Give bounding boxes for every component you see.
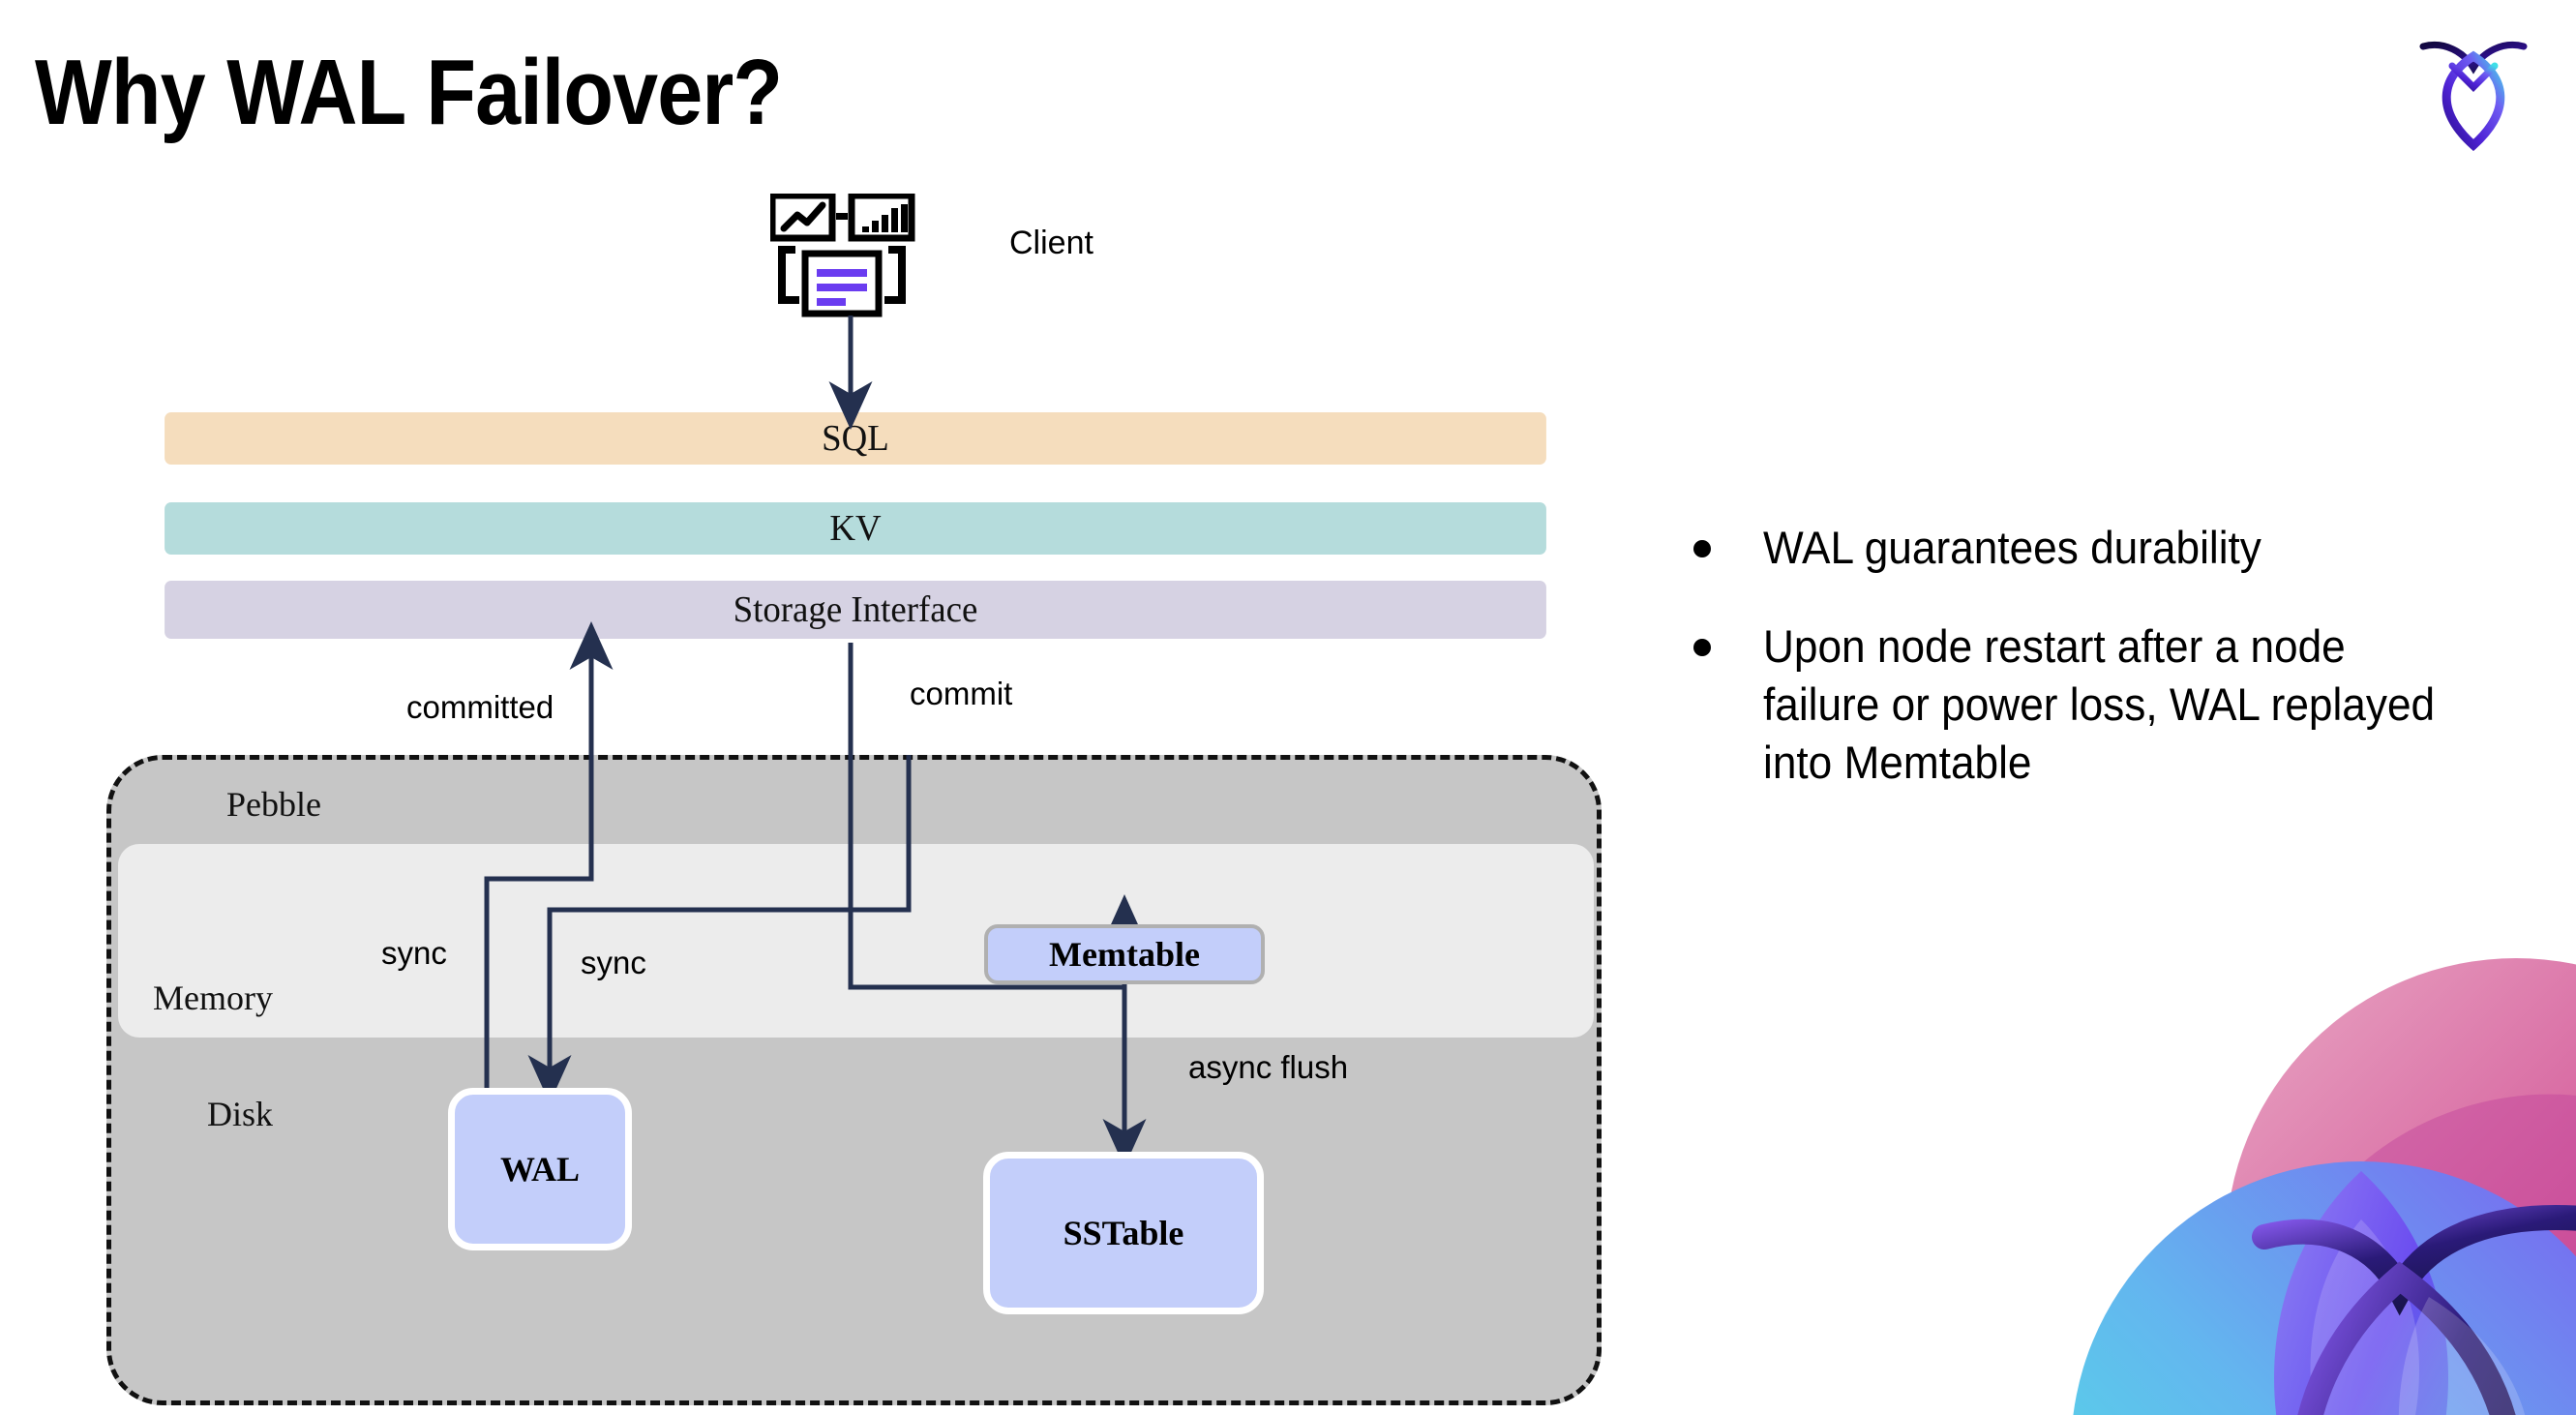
client-label: Client bbox=[1009, 225, 1093, 261]
cockroachdb-logo bbox=[2406, 27, 2541, 152]
disk-label: Disk bbox=[207, 1095, 274, 1133]
bullet-text: Upon node restart after a node failure o… bbox=[1763, 620, 2436, 789]
sstable-label: SSTable bbox=[1063, 1214, 1184, 1252]
pebble-label: Pebble bbox=[226, 785, 321, 824]
sstable-box: SSTable bbox=[983, 1152, 1264, 1314]
edge-label-commit: commit bbox=[910, 676, 1013, 711]
memory-label: Memory bbox=[153, 978, 273, 1017]
edge-label-async-flush: async flush bbox=[1188, 1049, 1349, 1085]
page-title: Why WAL Failover? bbox=[35, 41, 783, 144]
cockroachdb-mark-decoration bbox=[1974, 929, 2576, 1415]
client-dashboard-icon bbox=[768, 192, 931, 317]
memory-region bbox=[118, 844, 1594, 1038]
memtable-box: Memtable bbox=[984, 924, 1265, 984]
edge-label-committed: committed bbox=[406, 689, 554, 725]
list-item: WAL guarantees durability bbox=[1693, 519, 2497, 577]
list-item: Upon node restart after a node failure o… bbox=[1693, 617, 2497, 792]
layer-bar-kv: KV bbox=[165, 502, 1546, 555]
diagram-connectors bbox=[484, 316, 1147, 1168]
bullet-dot-icon bbox=[1693, 540, 1711, 557]
edge-label-sync-right: sync bbox=[581, 945, 646, 980]
bullet-list: WAL guarantees durability Upon node rest… bbox=[1693, 519, 2497, 833]
bullet-dot-icon bbox=[1693, 639, 1711, 657]
wal-label: WAL bbox=[499, 1150, 581, 1189]
layer-bar-storage-interface: Storage Interface bbox=[165, 581, 1546, 639]
architecture-diagram: Client SQL KV Storage Interface Pebble M… bbox=[106, 192, 1602, 1405]
bullet-text: WAL guarantees durability bbox=[1763, 522, 2261, 573]
wal-box: WAL bbox=[448, 1088, 632, 1250]
layer-label-kv: KV bbox=[829, 508, 882, 549]
memtable-label: Memtable bbox=[1049, 935, 1200, 974]
edge-label-sync-left: sync bbox=[381, 935, 447, 971]
layer-label-storage-interface: Storage Interface bbox=[733, 589, 978, 630]
